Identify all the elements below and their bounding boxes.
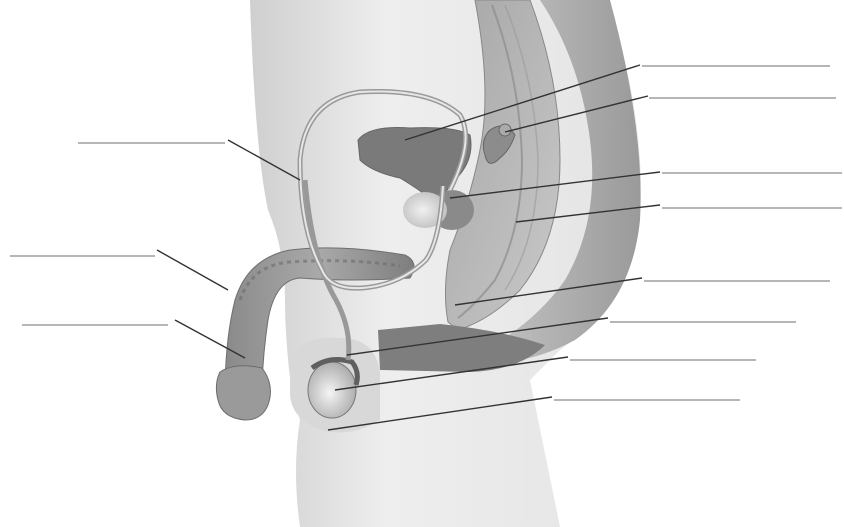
seminal-vesicle-knob <box>499 124 511 136</box>
glans <box>216 366 270 420</box>
testis <box>308 362 356 418</box>
leader-line-2 <box>157 250 228 290</box>
